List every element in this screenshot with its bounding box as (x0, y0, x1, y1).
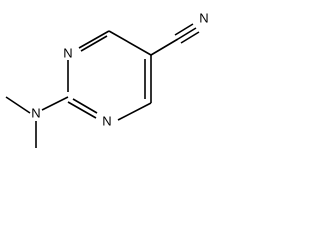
molecule-structure: N N N N (5, 10, 209, 148)
bond-c4-n3 (78, 30, 110, 49)
bond-c2-n1-double (72, 98, 98, 114)
bond-cn-triple-3 (180, 31, 200, 44)
bond-namine-methyl-up (5, 96, 31, 114)
atom-label-n3: N (63, 45, 72, 60)
bond-c5-c4 (108, 30, 152, 56)
bond-c2-n1 (67, 101, 97, 119)
atom-label-n1: N (102, 113, 111, 128)
bond-c2-namine (41, 96, 69, 111)
atom-label-nitrile-n: N (199, 10, 208, 25)
bond-c4-n3-double (80, 35, 108, 52)
atom-label-amine-n: N (31, 105, 40, 120)
bond-c5-cn (150, 38, 179, 56)
bond-cn-triple-1 (177, 27, 197, 40)
bond-n1-c6 (117, 102, 152, 121)
bond-cn-triple-2 (174, 23, 194, 36)
